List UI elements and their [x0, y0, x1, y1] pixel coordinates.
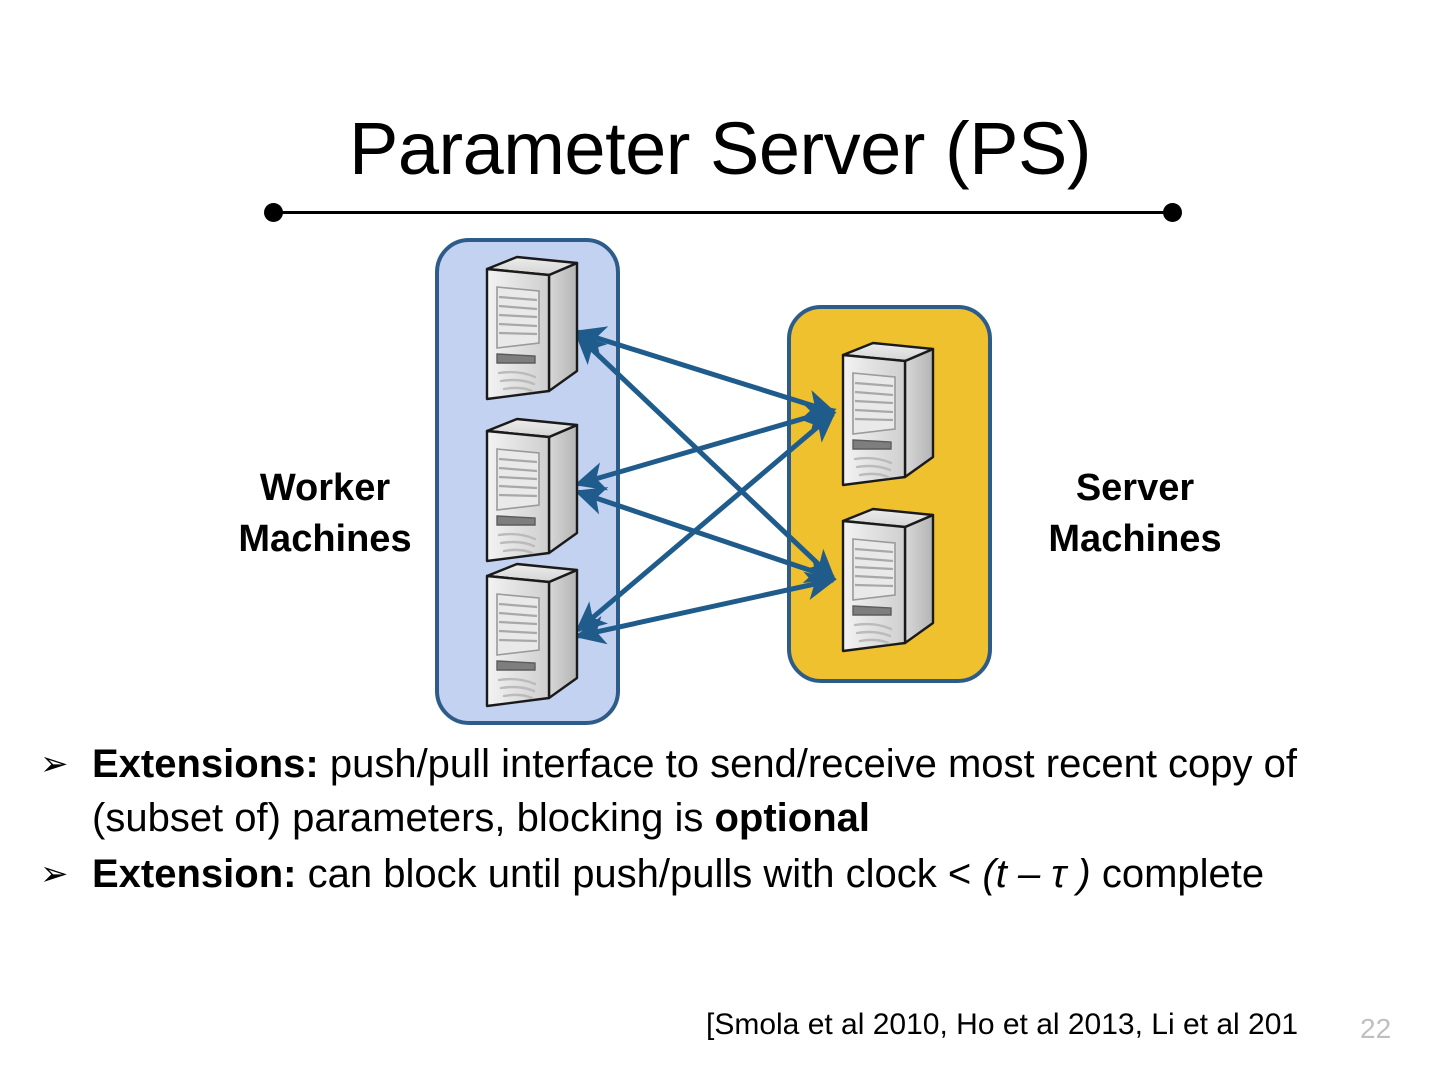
- bullet-arrow-icon-1: ➢: [40, 745, 69, 783]
- bullet-body-1: push/pull interface to send/receive most…: [92, 742, 1298, 840]
- bullet-list: ➢ Extensions: push/pull interface to sen…: [40, 737, 1420, 903]
- bullet-item-1: ➢ Extensions: push/pull interface to sen…: [40, 737, 1420, 845]
- bullet-text-1: Extensions: push/pull interface to send/…: [92, 737, 1420, 845]
- worker-server-tower-icon-1: [485, 255, 579, 401]
- bullet-body-2b: complete: [1090, 852, 1265, 896]
- bullet-lead-1: Extensions:: [92, 742, 319, 786]
- bullet-math-2: (t – τ ): [982, 852, 1091, 896]
- bullet-item-2: ➢ Extension: can block until push/pulls …: [40, 847, 1420, 901]
- server-machines-label-line2: Machines: [1048, 517, 1222, 560]
- server-server-tower-icon-1: [841, 341, 935, 487]
- bullet-body-2a: can block until push/pulls with clock <: [296, 852, 983, 896]
- bullet-lead-2: Extension:: [92, 852, 297, 896]
- worker-machines-group: [435, 238, 620, 725]
- citation-text: [Smola et al 2010, Ho et al 2013, Li et …: [706, 1008, 1299, 1041]
- bullet-arrow-icon-2: ➢: [40, 855, 69, 893]
- worker-machines-label: Worker Machines: [195, 463, 455, 564]
- title-divider-dot-right: [1163, 203, 1182, 222]
- page-number: 22: [1360, 1013, 1392, 1044]
- worker-server-tower-icon-2: [485, 417, 579, 563]
- server-machines-label: Server Machines: [1005, 463, 1265, 564]
- bullet-text-2: Extension: can block until push/pulls wi…: [92, 847, 1420, 901]
- title-divider: [265, 211, 1175, 214]
- title-divider-dot-left: [264, 203, 283, 222]
- bullet-emphasis-1: optional: [714, 796, 871, 840]
- server-server-tower-icon-2: [841, 507, 935, 653]
- worker-machines-label-line1: Worker: [259, 467, 391, 509]
- worker-machines-label-line2: Machines: [238, 517, 412, 560]
- server-machines-group: [787, 305, 992, 683]
- server-machines-label-line1: Server: [1075, 467, 1195, 509]
- worker-server-tower-icon-3: [485, 562, 579, 708]
- page-title: Parameter Server (PS): [348, 107, 1092, 190]
